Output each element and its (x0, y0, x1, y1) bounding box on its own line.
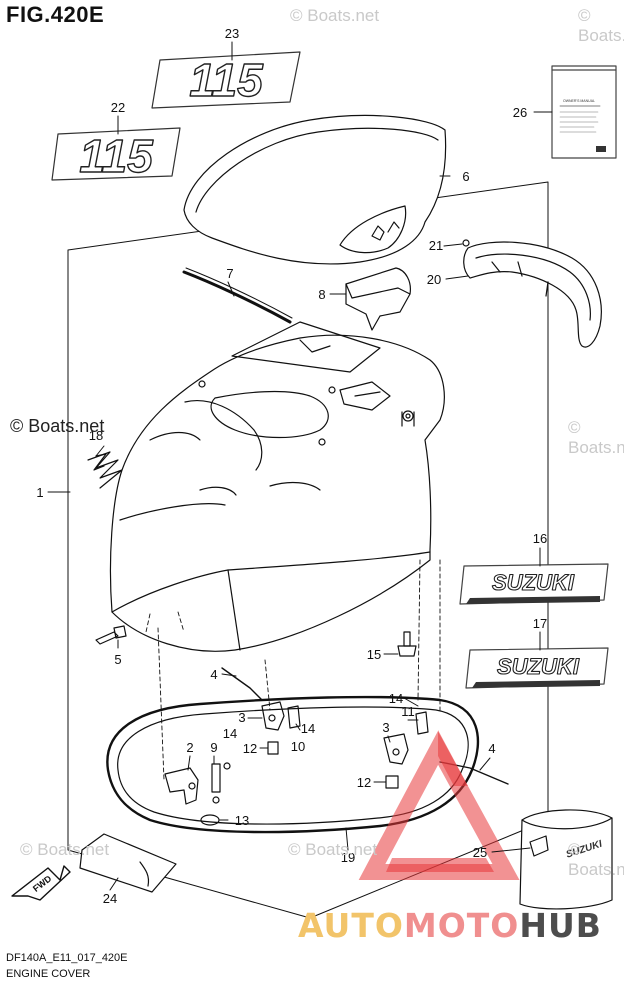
callout-16: 16 (533, 531, 547, 546)
callout-6: 6 (462, 169, 469, 184)
watermark-text: © Boats.net (290, 6, 380, 25)
decal-115-inline: 115 (51, 127, 181, 183)
top-cover (183, 114, 447, 265)
callout-2: 2 (186, 740, 193, 755)
callout-10: 10 (291, 739, 305, 754)
brand-watermark: AUTOMOTOHUB (298, 906, 602, 945)
seal-strip (182, 270, 292, 324)
callout-8: 8 (318, 287, 325, 302)
decal-text-22: 115 (79, 130, 154, 182)
manual-title: OWNER'S MANUAL (563, 99, 595, 103)
watermark-text: © Boats.net (568, 418, 624, 457)
callout-4b: 4 (488, 741, 495, 756)
callout-20: 20 (427, 272, 441, 287)
callout-3a: 3 (238, 710, 245, 725)
suzuki-emblem (87, 451, 123, 489)
callout-9: 9 (210, 740, 217, 755)
main-engine-cover (109, 321, 445, 652)
clip-10 (287, 705, 301, 729)
decal-115-outline: 115 (151, 51, 301, 109)
bolt-15 (397, 631, 417, 657)
clip-11 (415, 711, 429, 735)
callout-22: 22 (111, 100, 125, 115)
grommet-13 (200, 814, 220, 826)
callout-25: 25 (473, 845, 487, 860)
callout-1: 1 (36, 485, 43, 500)
latch-2 (164, 767, 199, 805)
callout-14c: 14 (223, 726, 237, 741)
decal-text-23: 115 (189, 54, 264, 106)
leader-lines (47, 41, 553, 891)
callout-21: 21 (429, 238, 443, 253)
callout-19: 19 (341, 850, 355, 865)
callout-7: 7 (226, 266, 233, 281)
watermark-text: © Boats.net (10, 416, 105, 436)
fwd-arrow-icon: FWD (11, 865, 71, 901)
callout-labels: 23 22 26 6 21 20 7 8 18 1 16 17 15 5 4 1… (36, 26, 547, 906)
screw-21 (462, 239, 470, 247)
callout-23: 23 (225, 26, 239, 41)
cable-4a (221, 667, 263, 701)
callout-13: 13 (235, 813, 249, 828)
decal-brand-17: SUZUKI (497, 654, 580, 679)
dashed-guide-lines (145, 559, 441, 781)
bolt-14c (223, 762, 231, 770)
bolt-5 (95, 625, 127, 645)
callout-14b: 14 (301, 721, 315, 736)
decal-brand-16: SUZUKI (492, 570, 575, 595)
callout-26: 26 (513, 105, 527, 120)
pin-9 (211, 763, 221, 804)
callout-12b: 12 (357, 775, 371, 790)
callout-4a: 4 (210, 667, 217, 682)
watermark-text: © Boats.net (288, 840, 378, 859)
callout-11: 11 (401, 704, 415, 719)
bag-24 (79, 833, 177, 893)
figure-title: FIG.420E (6, 2, 105, 27)
section-name: ENGINE COVER (6, 968, 91, 980)
callout-14a: 14 (389, 691, 403, 706)
suzuki-decal-17: SUZUKI (465, 647, 609, 689)
callout-17: 17 (533, 616, 547, 631)
latch-3a (261, 701, 285, 731)
rear-handle (463, 241, 602, 348)
suzuki-decal-16: SUZUKI (459, 563, 609, 605)
watermark-text: © Boats.net (20, 840, 110, 859)
callout-12a: 12 (243, 741, 257, 756)
latch-3b (383, 733, 409, 765)
callout-15: 15 (367, 647, 381, 662)
drawing-code: DF140A_E11_017_420E (6, 952, 128, 964)
cover-bag-25: SUZUKI (519, 809, 613, 910)
bolt-12a (267, 741, 279, 755)
owners-manual: OWNER'S MANUAL (551, 65, 617, 159)
watermark-text: © Boats.net (568, 840, 624, 879)
callout-24: 24 (103, 891, 117, 906)
callout-5: 5 (114, 652, 121, 667)
callout-18: 18 (89, 428, 103, 443)
callout-3b-top: 3 (382, 720, 389, 735)
brand-part-hub: HUB (519, 906, 602, 945)
watermark-text: © Boats.net (578, 6, 624, 45)
bolt-12b (385, 775, 399, 789)
bracket-8 (345, 267, 411, 331)
brand-part-moto: MOTO (403, 906, 520, 945)
brand-part-auto: AUTO (298, 906, 404, 945)
